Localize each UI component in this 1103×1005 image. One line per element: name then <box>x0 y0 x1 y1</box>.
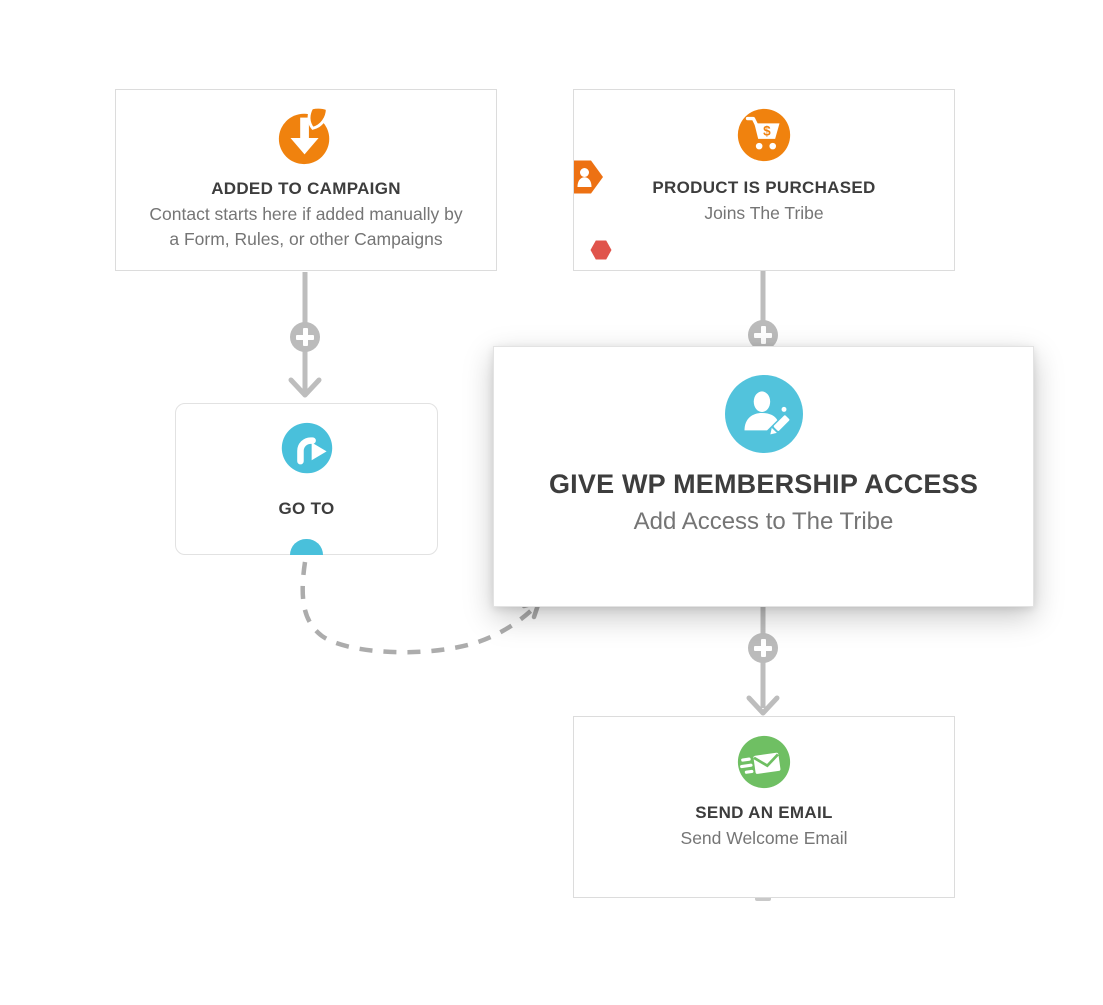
node-title: SEND AN EMAIL <box>695 803 833 822</box>
arrowhead-down-icon <box>746 695 780 716</box>
add-step-plus-icon[interactable] <box>290 322 320 352</box>
send-email-icon <box>737 735 791 789</box>
node-title: GIVE WP MEMBERSHIP ACCESS <box>548 469 979 499</box>
arrowhead-down-icon <box>288 377 322 398</box>
goto-arrow-icon <box>281 422 332 474</box>
node-subtitle: Add Access to The Tribe <box>633 508 894 535</box>
user-edit-icon <box>724 375 803 453</box>
contact-tag-icon[interactable] <box>574 160 604 194</box>
svg-text:$: $ <box>763 123 771 138</box>
node-title: ADDED TO CAMPAIGN <box>211 179 401 198</box>
add-step-plus-icon[interactable] <box>748 633 778 663</box>
node-send-an-email[interactable]: SEND AN EMAIL Send Welcome Email <box>573 716 955 898</box>
node-give-wp-membership-access[interactable]: GIVE WP MEMBERSHIP ACCESS Add Access to … <box>493 346 1034 607</box>
node-title: GO TO <box>278 499 335 518</box>
node-go-to[interactable]: GO TO <box>175 403 438 555</box>
node-product-is-purchased[interactable]: $ PRODUCT IS PURCHASED Joins The Tribe <box>573 89 955 271</box>
node-subtitle: Contact starts here if added manually by… <box>149 204 463 249</box>
node-title: PRODUCT IS PURCHASED <box>652 178 876 197</box>
stop-hexagon-icon[interactable] <box>590 240 612 260</box>
node-subtitle: Send Welcome Email <box>680 828 848 848</box>
node-added-to-campaign[interactable]: ADDED TO CAMPAIGN Contact starts here if… <box>115 89 497 271</box>
hidden-add-step-stub <box>755 896 771 901</box>
cart-purchase-icon: $ <box>737 108 791 162</box>
goto-dashed-link <box>300 561 539 655</box>
add-step-plus-icon[interactable] <box>748 320 778 350</box>
node-subtitle: Joins The Tribe <box>704 203 824 223</box>
added-to-campaign-icon <box>278 105 330 165</box>
goto-output-port[interactable] <box>290 539 323 555</box>
